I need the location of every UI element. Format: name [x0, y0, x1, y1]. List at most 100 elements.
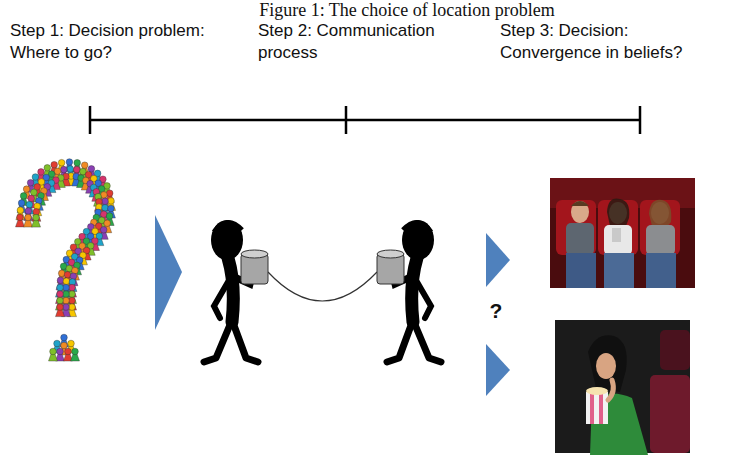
- stick-figure: [377, 220, 441, 362]
- pawn-head: [20, 193, 27, 200]
- pawn-head: [57, 348, 64, 355]
- pawn-head: [33, 214, 40, 221]
- pawn-head: [44, 165, 51, 172]
- pawn: [56, 284, 65, 297]
- pawn-body: [17, 206, 26, 213]
- pawn-head: [63, 284, 70, 291]
- cinema-single-photo: [555, 320, 690, 455]
- pawn-head: [58, 270, 65, 277]
- tin-can-top: [241, 250, 268, 258]
- pawn-head: [57, 304, 64, 311]
- pawn: [33, 203, 42, 216]
- timeline-tick: [639, 106, 642, 134]
- timeline-tick: [89, 106, 92, 134]
- pawn-head: [63, 297, 70, 304]
- pawn-head: [102, 198, 109, 205]
- pawn-head: [65, 348, 72, 355]
- pawn-body: [32, 214, 41, 221]
- step-label: Step 3: Decision: Convergence in beliefs…: [500, 20, 726, 64]
- arrow-triangle: [155, 215, 182, 330]
- pawn-head: [17, 207, 24, 214]
- pawn-head: [25, 208, 32, 215]
- pawn-question-mark: [16, 159, 116, 361]
- pawn: [49, 348, 58, 361]
- pawn: [56, 304, 65, 317]
- pawn-head: [108, 198, 115, 205]
- pawn-head: [100, 227, 107, 234]
- person-shirt: [604, 225, 632, 255]
- person-jeans: [566, 253, 596, 288]
- pawn-body: [71, 354, 80, 361]
- pawn-head: [33, 209, 40, 216]
- pawn-head: [63, 304, 70, 311]
- pawn-head: [69, 304, 76, 311]
- person-shirt: [646, 225, 675, 255]
- figure-body: [228, 258, 233, 322]
- figure-hair: [214, 222, 242, 232]
- seat-back: [640, 200, 680, 255]
- pawn-body: [16, 220, 25, 227]
- pawn: [32, 209, 41, 222]
- pawn-body: [16, 213, 25, 220]
- pawn-body: [25, 207, 34, 214]
- pawn-head: [67, 166, 74, 173]
- pawn-head: [61, 334, 68, 341]
- pawn-head: [88, 166, 95, 173]
- person-jeans: [646, 253, 676, 288]
- arrow-triangle: [486, 233, 510, 287]
- pawn-head: [51, 161, 58, 168]
- figure-arm: [417, 282, 431, 318]
- pawn: [17, 200, 26, 213]
- pawn-head: [73, 166, 80, 173]
- figure-leg: [387, 320, 413, 362]
- pawn-head: [64, 272, 71, 279]
- pawn-head: [38, 169, 45, 176]
- step-label: Step 1: Decision problem: Where to go?: [10, 20, 210, 64]
- tin-can-top: [377, 250, 404, 258]
- pawn-head: [50, 348, 57, 355]
- person-hair: [607, 199, 629, 226]
- pawn-body: [24, 220, 33, 227]
- pawn-head: [57, 284, 64, 291]
- pawn-head: [26, 201, 33, 208]
- figure-hair: [403, 222, 431, 232]
- person-head: [571, 201, 589, 223]
- figure-arm: [214, 282, 228, 318]
- pawn-body: [32, 220, 41, 227]
- figure-body: [412, 258, 417, 322]
- pawn-head: [63, 291, 70, 298]
- pawn-head: [74, 160, 81, 167]
- pawn-head: [27, 179, 34, 186]
- seat-back: [650, 375, 690, 453]
- pawn-head: [54, 340, 61, 347]
- pawn-head: [108, 205, 115, 212]
- question-guide: [28, 174, 105, 318]
- pawn: [24, 214, 33, 227]
- pawn-head: [72, 348, 79, 355]
- person-hair: [571, 201, 589, 206]
- pawn-head: [31, 189, 38, 196]
- pawn-head: [70, 273, 77, 280]
- person-shirt: [566, 223, 594, 255]
- pawn-head: [57, 297, 64, 304]
- pawn-head: [104, 220, 111, 227]
- pawn-head: [106, 213, 113, 220]
- pawn-head: [57, 277, 64, 284]
- pawn-head: [69, 291, 76, 298]
- pawn-head: [54, 168, 61, 175]
- pawn: [69, 273, 78, 286]
- pawn-body: [24, 214, 33, 221]
- pawn: [16, 214, 25, 227]
- pawn-head: [25, 214, 32, 221]
- cinema-group-photo: [550, 178, 695, 288]
- figure-leg: [232, 320, 258, 362]
- figure-leg: [204, 320, 232, 362]
- pawn-head: [69, 284, 76, 291]
- pawn-head: [81, 162, 88, 169]
- pawn-head: [17, 214, 24, 221]
- pawn-head: [69, 297, 76, 304]
- person-hair: [649, 200, 671, 228]
- popcorn-stripe: [599, 392, 603, 424]
